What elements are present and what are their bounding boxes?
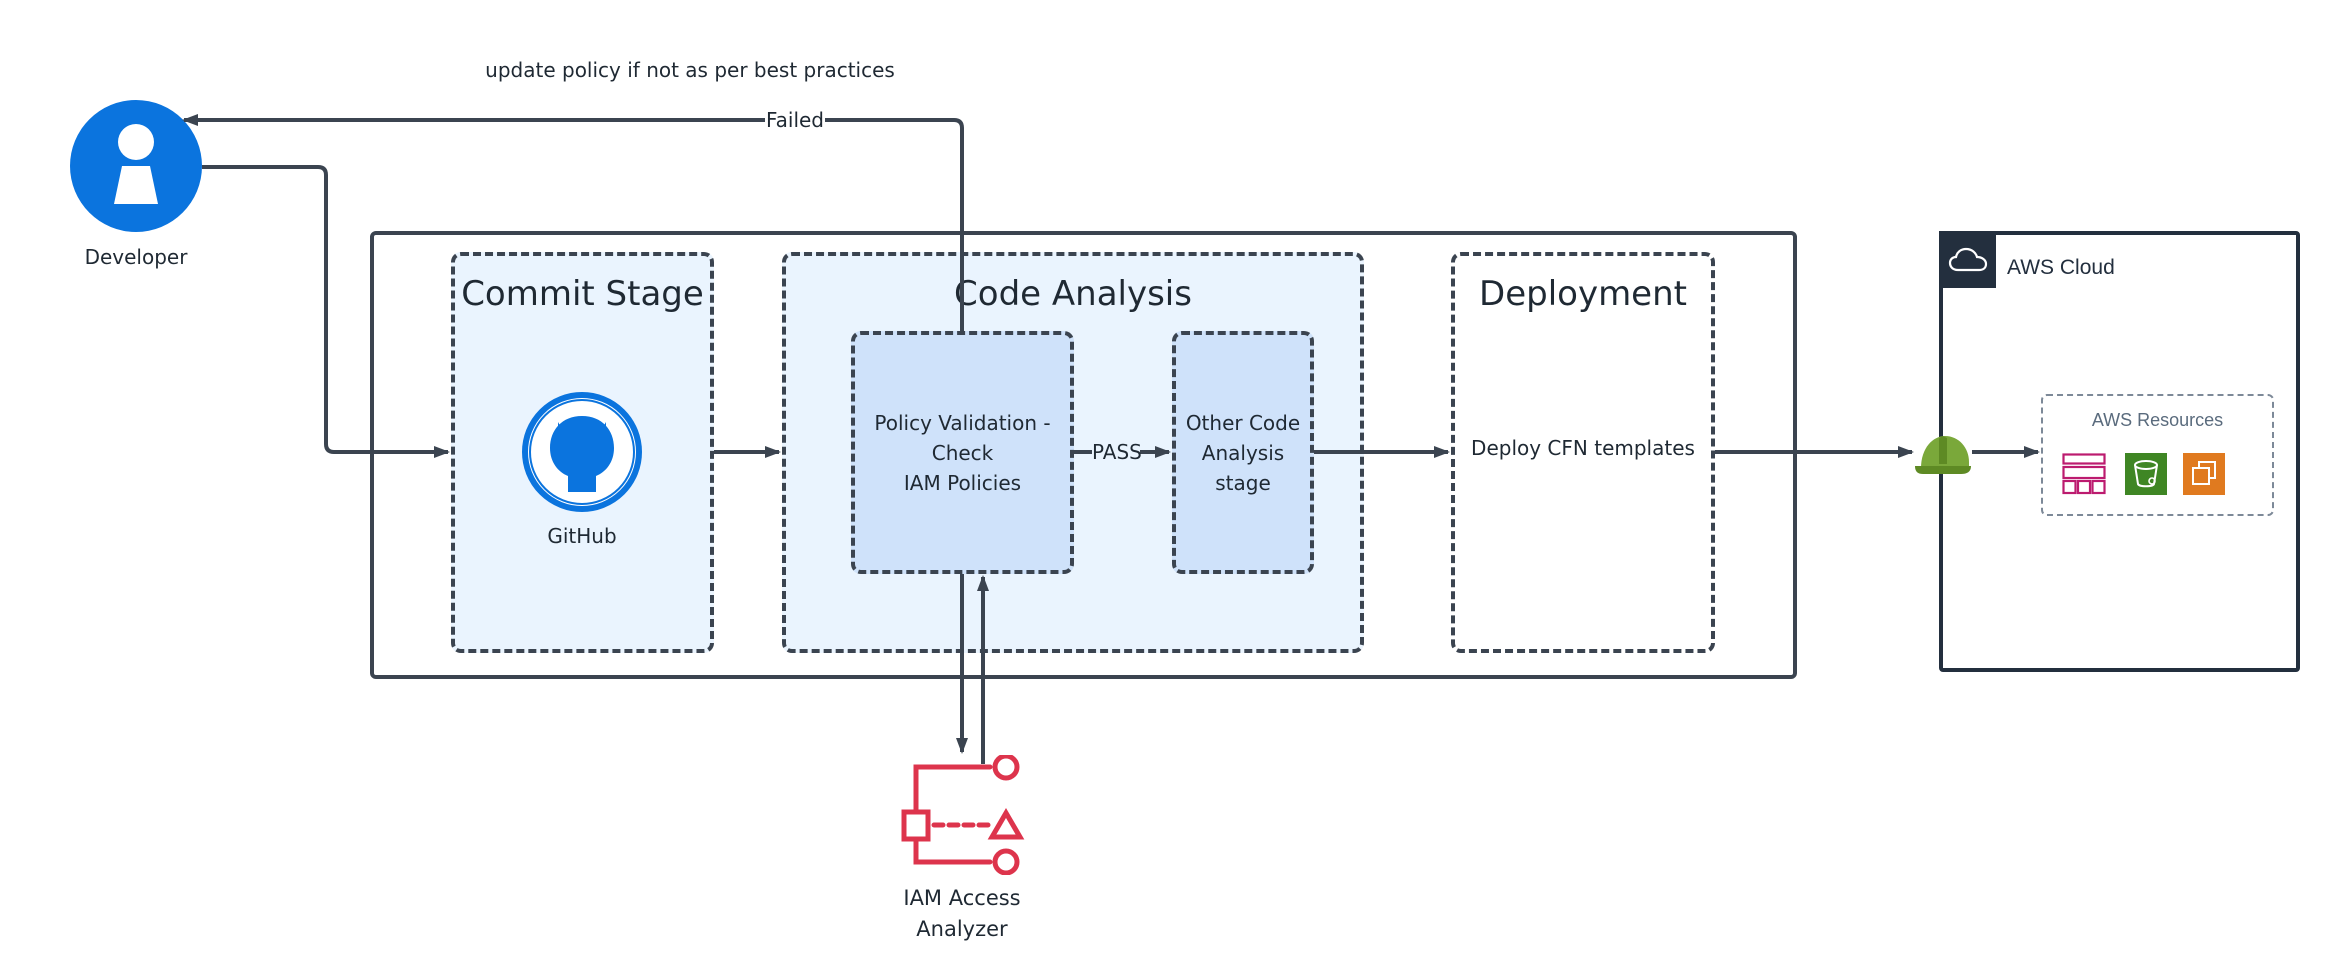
iam-analyzer-line2: Analyzer [916, 917, 1008, 941]
edge-developer-to-commit [202, 165, 450, 458]
deploy-cfn-step[interactable]: Deploy CFN templates [1471, 436, 1695, 460]
policy-validation-line1: Policy Validation - Check [874, 410, 1051, 465]
github-label: GitHub [547, 524, 617, 548]
github-icon [522, 392, 642, 512]
pipeline-container [370, 231, 1797, 679]
developer-node[interactable] [70, 100, 202, 232]
edge-label-pass: PASS [1092, 440, 1142, 464]
deployment-stage: Deployment [1451, 252, 1715, 653]
user-icon [70, 100, 202, 232]
iam-access-analyzer-node[interactable] [900, 753, 1025, 876]
copy-stack-icon [2183, 453, 2225, 495]
aws-resources-group: AWS Resources [2041, 394, 2274, 516]
bucket-icon [2125, 453, 2167, 495]
grid-table-icon [2062, 453, 2106, 495]
other-code-line1: Other Code [1185, 410, 1301, 435]
policy-validation-line2: IAM Policies [903, 470, 1022, 495]
iam-access-analyzer-label: IAM Access Analyzer [872, 883, 1052, 945]
policy-validation-step[interactable]: Policy Validation - Check IAM Policies [851, 331, 1074, 574]
code-analysis-title: Code Analysis [954, 274, 1192, 314]
iam-analyzer-line1: IAM Access [903, 886, 1021, 910]
aws-resources-label: AWS Resources [2091, 410, 2224, 430]
edge-label-failed: Failed [765, 108, 825, 132]
other-code-analysis-step[interactable]: Other Code Analysis stage [1172, 331, 1314, 574]
iam-access-analyzer-icon [901, 753, 1025, 876]
other-code-line2: Analysis stage [1201, 440, 1285, 495]
deployment-title: Deployment [1479, 274, 1687, 314]
top-annotation: update policy if not as per best practic… [485, 58, 895, 82]
commit-stage-title: Commit Stage [461, 274, 704, 314]
developer-label: Developer [84, 245, 188, 269]
aws-cloud-header [1939, 231, 1996, 288]
helmet-icon [1913, 432, 1973, 478]
aws-cloud-label: AWS Cloud [2007, 256, 2115, 279]
aws-cloud-icon [1948, 247, 1987, 271]
github-node[interactable] [522, 392, 642, 512]
edge-policy-failed [182, 114, 964, 331]
